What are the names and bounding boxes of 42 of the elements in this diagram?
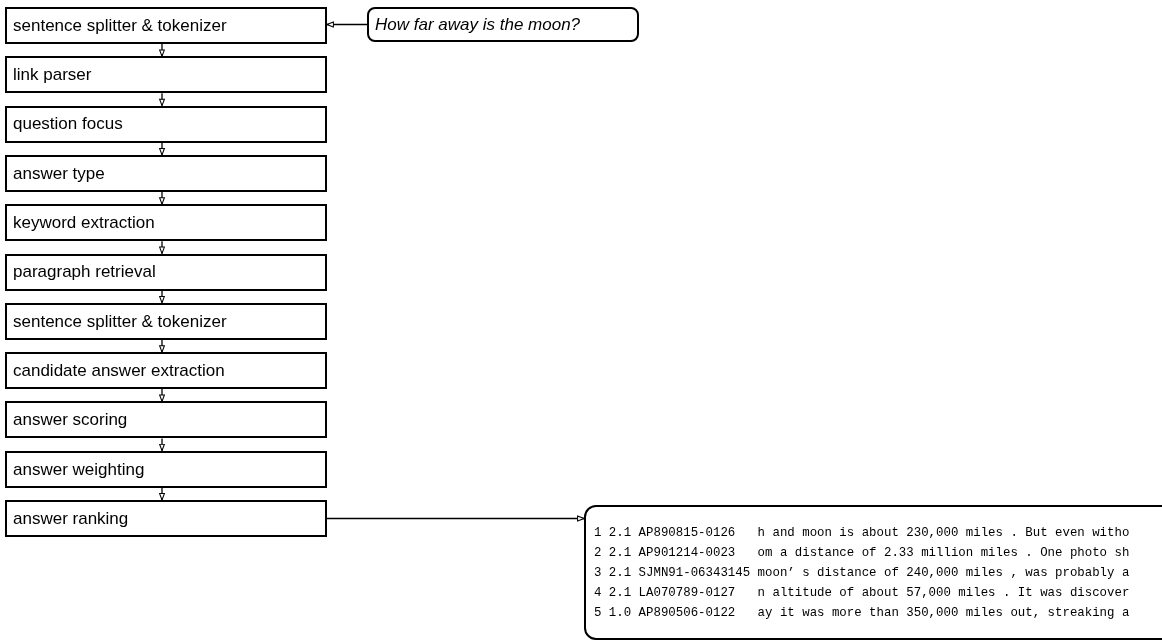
- process-box: [5, 401, 327, 439]
- process-box: [5, 204, 327, 242]
- process-box: [5, 56, 327, 94]
- arrow: [159, 191, 165, 205]
- process-box: [5, 450, 327, 488]
- process-box: [5, 105, 327, 143]
- step-label: candidate answer extraction: [13, 359, 225, 382]
- step-label: answer weighting: [13, 458, 145, 480]
- step-label: sentence splitter & tokenizer: [13, 310, 227, 332]
- result-line: 2 2.1 AP901214-0023 om a distance of 2.33 million miles . One photo sh: [594, 544, 1131, 562]
- step-label: answer type: [13, 162, 105, 184]
- process-box: [5, 352, 327, 390]
- result-line: 5 1.0 AP890506-0122 ay it was more than 350,000 miles out, streaking a: [594, 604, 1131, 622]
- result-line: 3 2.1 SJMN91-06343145 moon’ s distance of 240,000 miles , was probably a: [594, 564, 1131, 582]
- arrow: [159, 339, 165, 353]
- output-box: [584, 505, 1162, 640]
- step-label: answer ranking: [13, 507, 129, 530]
- arrow: [326, 21, 368, 28]
- question-text: How far away is the moon?: [375, 13, 581, 36]
- arrow: [159, 92, 165, 107]
- arrow: [159, 487, 165, 501]
- process-box: [5, 7, 327, 44]
- step-label: link parser: [13, 64, 92, 86]
- step-label: paragraph retrieval: [13, 261, 156, 283]
- arrow: [159, 141, 165, 156]
- arrow: [326, 515, 585, 522]
- result-line: 4 2.1 LA070789-0127 n altitude of about 57,000 miles . It was discover: [594, 584, 1131, 602]
- arrow: [159, 289, 165, 304]
- process-box: [5, 154, 327, 192]
- step-label: answer scoring: [13, 409, 128, 431]
- arrow: [159, 437, 165, 452]
- result-line: 1 2.1 AP890815-0126 h and moon is about 230,000 miles . But even witho: [594, 524, 1131, 542]
- arrow: [159, 388, 165, 403]
- step-label: keyword extraction: [13, 212, 155, 234]
- step-label: sentence splitter & tokenizer: [13, 14, 227, 37]
- step-label: question focus: [13, 113, 123, 135]
- process-box: [5, 253, 327, 291]
- process-box: [5, 302, 327, 340]
- arrow: [159, 240, 165, 255]
- question-box: [367, 7, 639, 42]
- process-box: [5, 500, 327, 537]
- arrow: [159, 43, 165, 57]
